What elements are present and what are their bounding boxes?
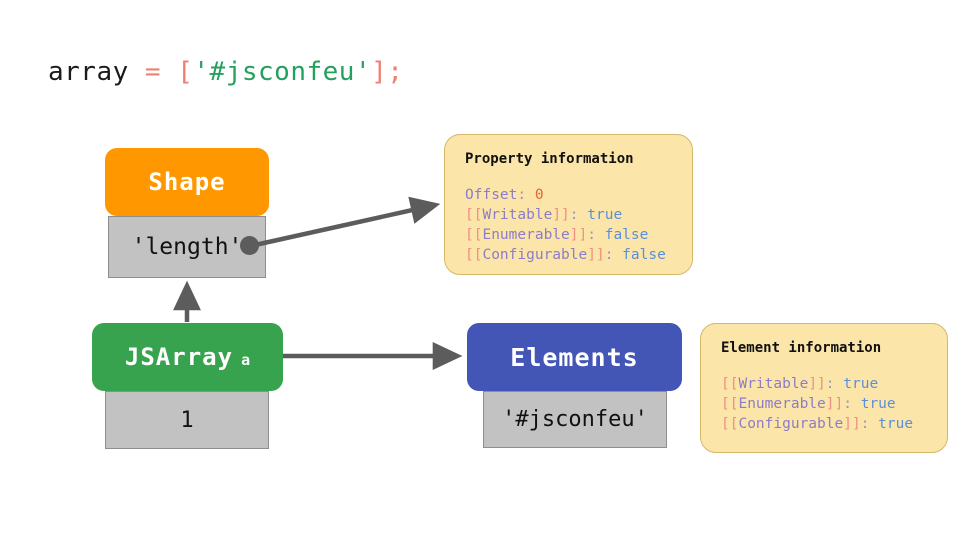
code-identifier: array — [48, 57, 129, 87]
info-row: [[Configurable]]: true — [721, 414, 927, 434]
property-info-rows: Offset: 0[[Writable]]: true[[Enumerable]… — [465, 185, 672, 265]
shape-length-cell-value: 'length' — [131, 234, 243, 260]
info-row-colon: : — [604, 247, 623, 263]
jsarray-node-title: JSArray — [124, 343, 234, 371]
shape-node-header[interactable]: Shape — [105, 148, 269, 216]
jsarray-length-value: 1 — [180, 407, 194, 433]
arrow-length-to-property-info — [254, 196, 441, 248]
info-row-key: Enumerable — [482, 227, 570, 243]
info-row-open-brackets: [[ — [465, 227, 483, 243]
info-row-close-brackets: ]] — [569, 227, 588, 243]
info-row: [[Enumerable]]: true — [721, 394, 927, 414]
info-row-open-brackets: [[ — [721, 416, 739, 432]
info-row-open-brackets: [[ — [721, 396, 739, 412]
elements-node-header[interactable]: Elements — [467, 323, 682, 391]
element-info-box: Element information [[Writable]]: true[[… — [700, 323, 948, 453]
info-row: Offset: 0 — [465, 185, 672, 205]
info-row-open-brackets: [[ — [721, 376, 739, 392]
shape-node-title: Shape — [148, 168, 226, 196]
elements-value-cell[interactable]: '#jsconfeu' — [483, 391, 667, 448]
code-open-bracket: [ — [177, 57, 194, 87]
info-row-close-brackets: ]] — [587, 247, 605, 263]
info-row-close-brackets: ]] — [552, 207, 570, 223]
code-line: array = ['#jsconfeu']; — [48, 57, 403, 88]
elements-node-title: Elements — [510, 342, 639, 372]
info-row-close-brackets: ]] — [843, 416, 861, 432]
code-assignment-operator: = — [128, 57, 178, 87]
info-row: [[Enumerable]]: false — [465, 225, 672, 245]
element-info-title: Element information — [721, 340, 882, 356]
info-row-value: 0 — [534, 187, 544, 203]
info-row-key: Configurable — [482, 247, 588, 263]
info-row-value: true — [860, 396, 896, 412]
info-row-colon: : — [843, 396, 861, 412]
info-row-open-brackets: [[ — [465, 247, 483, 263]
shape-length-cell[interactable]: 'length' — [108, 216, 266, 278]
elements-value: '#jsconfeu' — [502, 407, 648, 432]
info-row-open-brackets: [[ — [465, 207, 483, 223]
info-row-close-brackets: ]] — [825, 396, 844, 412]
info-row-key: Configurable — [738, 416, 844, 432]
info-row-colon: : — [569, 207, 588, 223]
info-row: [[Configurable]]: false — [465, 245, 672, 265]
info-row-value: false — [604, 227, 649, 243]
info-row-value: true — [587, 207, 623, 223]
property-info-title: Property information — [465, 151, 634, 167]
info-row-colon: : — [860, 416, 879, 432]
code-close-bracket: ] — [371, 57, 388, 87]
jsarray-node-header[interactable]: JSArray a — [92, 323, 283, 391]
info-row: [[Writable]]: true — [721, 374, 927, 394]
info-row-value: true — [843, 376, 879, 392]
info-row-key: Offset — [465, 187, 518, 203]
code-semicolon: ; — [387, 57, 404, 87]
info-row-close-brackets: ]] — [808, 376, 826, 392]
info-row: [[Writable]]: true — [465, 205, 672, 225]
info-row-value: false — [622, 247, 666, 263]
jsarray-length-value-cell[interactable]: 1 — [105, 391, 269, 449]
property-info-box: Property information Offset: 0[[Writable… — [444, 134, 693, 275]
jsarray-node-subscript: a — [241, 351, 251, 369]
info-row-key: Enumerable — [738, 396, 826, 412]
length-connector-dot — [240, 236, 259, 255]
info-row-key: Writable — [482, 207, 553, 223]
info-row-colon: : — [587, 227, 605, 243]
element-info-rows: [[Writable]]: true[[Enumerable]]: true[[… — [721, 374, 927, 434]
info-row-key: Writable — [738, 376, 809, 392]
code-string-literal: '#jsconfeu' — [193, 57, 372, 87]
info-row-colon: : — [825, 376, 844, 392]
info-row-colon: : — [517, 187, 535, 203]
info-row-value: true — [878, 416, 914, 432]
